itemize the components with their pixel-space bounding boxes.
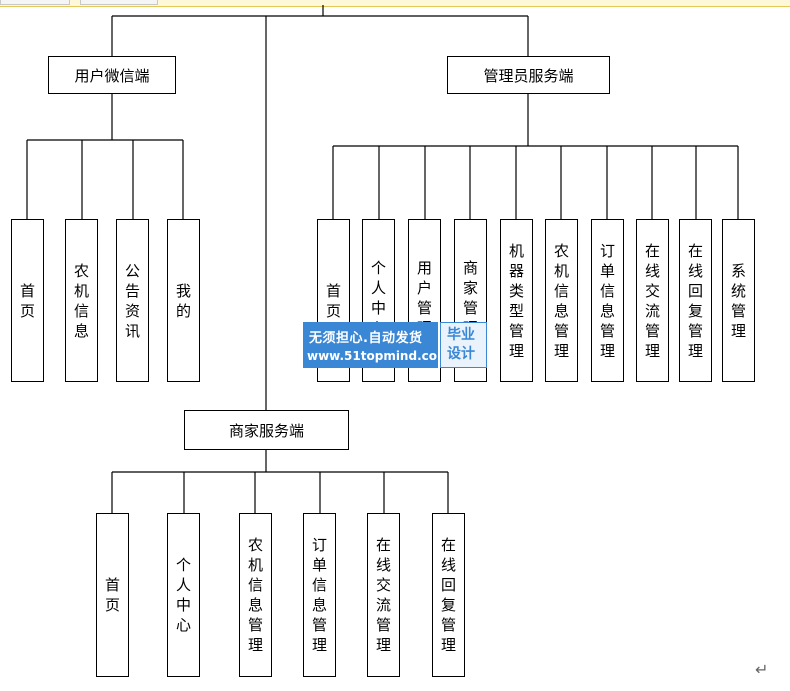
node-admin-reply-management: 在线回复管理 <box>679 219 712 382</box>
watermark-line2: www.51topmind.com <box>307 349 450 363</box>
node-merchant-reply-management: 在线回复管理 <box>432 513 465 677</box>
node-label: 订单信息管理 <box>599 241 615 360</box>
node-merchant-machinery-info-management: 农机信息管理 <box>239 513 272 677</box>
node-label: 在线回复管理 <box>440 536 456 654</box>
watermark-badge: 毕业设计 <box>440 322 487 368</box>
watermark: 无须担心.自动发货 www.51topmind.com 毕业设计 <box>303 322 487 368</box>
node-label: 个人中心 <box>175 556 191 634</box>
node-label: 在线回复管理 <box>687 241 703 360</box>
node-label: 首页 <box>325 281 341 320</box>
node-user-machinery-info: 农机信息 <box>65 219 98 382</box>
node-admin-service-label: 管理员服务端 <box>483 66 574 85</box>
node-merchant-chat-management: 在线交流管理 <box>367 513 400 677</box>
node-merchant-service-label: 商家服务端 <box>228 421 304 440</box>
node-label: 农机信息 <box>73 261 89 340</box>
node-admin-machinery-info-management: 农机信息管理 <box>545 219 578 382</box>
node-admin-service: 管理员服务端 <box>447 56 610 94</box>
node-label: 首页 <box>19 281 35 320</box>
watermark-badge-text: 毕业设计 <box>447 327 475 362</box>
toolbar-tab[interactable] <box>80 0 158 5</box>
node-label: 我的 <box>175 281 191 320</box>
node-label: 农机信息管理 <box>247 536 263 654</box>
node-user-mine: 我的 <box>167 219 200 382</box>
watermark-banner: 无须担心.自动发货 www.51topmind.com <box>303 322 450 368</box>
node-label: 系统管理 <box>730 261 746 340</box>
node-merchant-order-management: 订单信息管理 <box>303 513 336 677</box>
node-merchant-home: 首页 <box>96 513 129 677</box>
node-admin-system-management: 系统管理 <box>722 219 755 382</box>
node-merchant-personal-center: 个人中心 <box>167 513 200 677</box>
toolbar-tab[interactable] <box>0 0 70 5</box>
node-merchant-service: 商家服务端 <box>184 410 349 450</box>
node-admin-chat-management: 在线交流管理 <box>636 219 669 382</box>
node-label: 机器类型管理 <box>508 241 524 360</box>
node-user-wechat: 用户微信端 <box>48 56 176 94</box>
window-top-bar <box>0 0 790 7</box>
node-label: 农机信息管理 <box>553 241 569 360</box>
node-user-wechat-label: 用户微信端 <box>74 66 150 85</box>
watermark-line1: 无须担心.自动发货 <box>309 331 423 346</box>
node-label: 订单信息管理 <box>311 536 327 654</box>
node-user-home: 首页 <box>11 219 44 382</box>
node-admin-machine-type-management: 机器类型管理 <box>500 219 533 382</box>
paragraph-return-mark: ↵ <box>755 660 769 679</box>
node-label: 首页 <box>104 576 120 614</box>
node-admin-order-management: 订单信息管理 <box>591 219 624 382</box>
node-label: 公告资讯 <box>124 261 140 340</box>
node-label: 在线交流管理 <box>375 536 391 654</box>
node-user-announcements: 公告资讯 <box>116 219 149 382</box>
node-label: 在线交流管理 <box>644 241 660 360</box>
